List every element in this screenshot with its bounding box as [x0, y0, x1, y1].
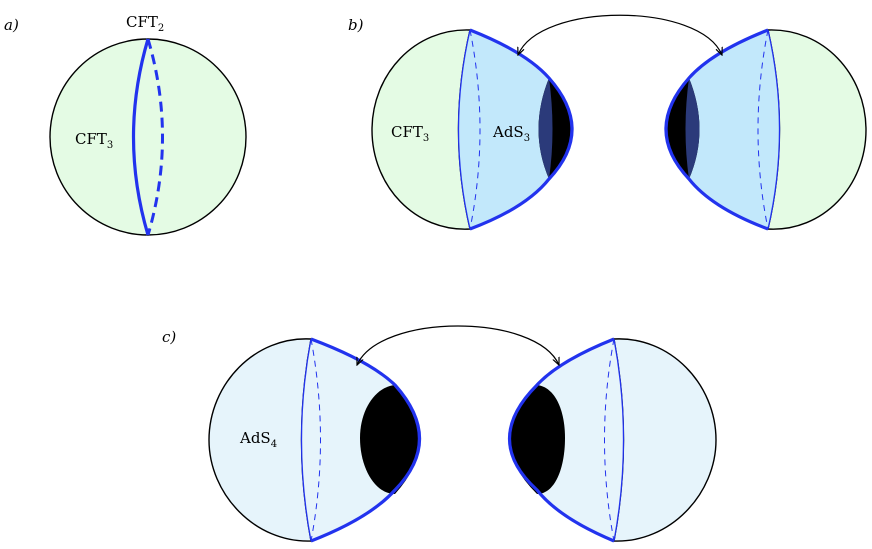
- cft2-boundary-back: [146, 38, 164, 236]
- c-right-junction-back: [604, 338, 615, 542]
- identification-arrow-b: [518, 14, 722, 55]
- panel-a-label: a): [4, 16, 19, 34]
- panel-c: c) AdS4: [162, 325, 717, 543]
- panel-c-left-shape: [208, 337, 422, 543]
- cft3-region-right: [767, 29, 867, 230]
- horizon-band-right: [685, 78, 700, 179]
- left-junction-front: [457, 29, 471, 230]
- ads3-label: AdS3: [492, 123, 530, 144]
- ads4-label: AdS4: [239, 429, 277, 450]
- black-hole-c-right: [509, 385, 565, 494]
- right-junction-back: [757, 29, 769, 230]
- panel-c-right-shape: [507, 337, 717, 543]
- panel-b: b) CFT3 AdS3: [348, 14, 867, 231]
- cft2-boundary-front: [131, 38, 150, 236]
- cft3-label-b: CFT3: [391, 123, 429, 144]
- panel-b-right-shape: [664, 28, 867, 231]
- c-left-junction-front: [300, 338, 312, 542]
- ads4-outer-right: [613, 338, 717, 542]
- horizon-band-left: [538, 78, 553, 179]
- panel-a: a) CFT2 CFT3: [4, 13, 247, 236]
- c-left-junction-back: [310, 338, 321, 542]
- cft3-label: CFT3: [75, 130, 113, 151]
- left-junction-back: [469, 29, 481, 230]
- identification-arrow-c: [357, 325, 559, 365]
- ads3-region-right: [666, 30, 780, 229]
- brane-outline-c-right: [507, 337, 615, 543]
- panel-c-label: c): [162, 328, 176, 346]
- black-hole-c-left: [360, 385, 420, 494]
- panel-b-label: b): [348, 16, 364, 34]
- panel-b-left-shape: [371, 28, 574, 231]
- ads3-region-left: [458, 30, 572, 229]
- right-junction-front: [767, 29, 781, 230]
- c-right-junction-front: [613, 338, 625, 542]
- cft2-label: CFT2: [126, 13, 164, 34]
